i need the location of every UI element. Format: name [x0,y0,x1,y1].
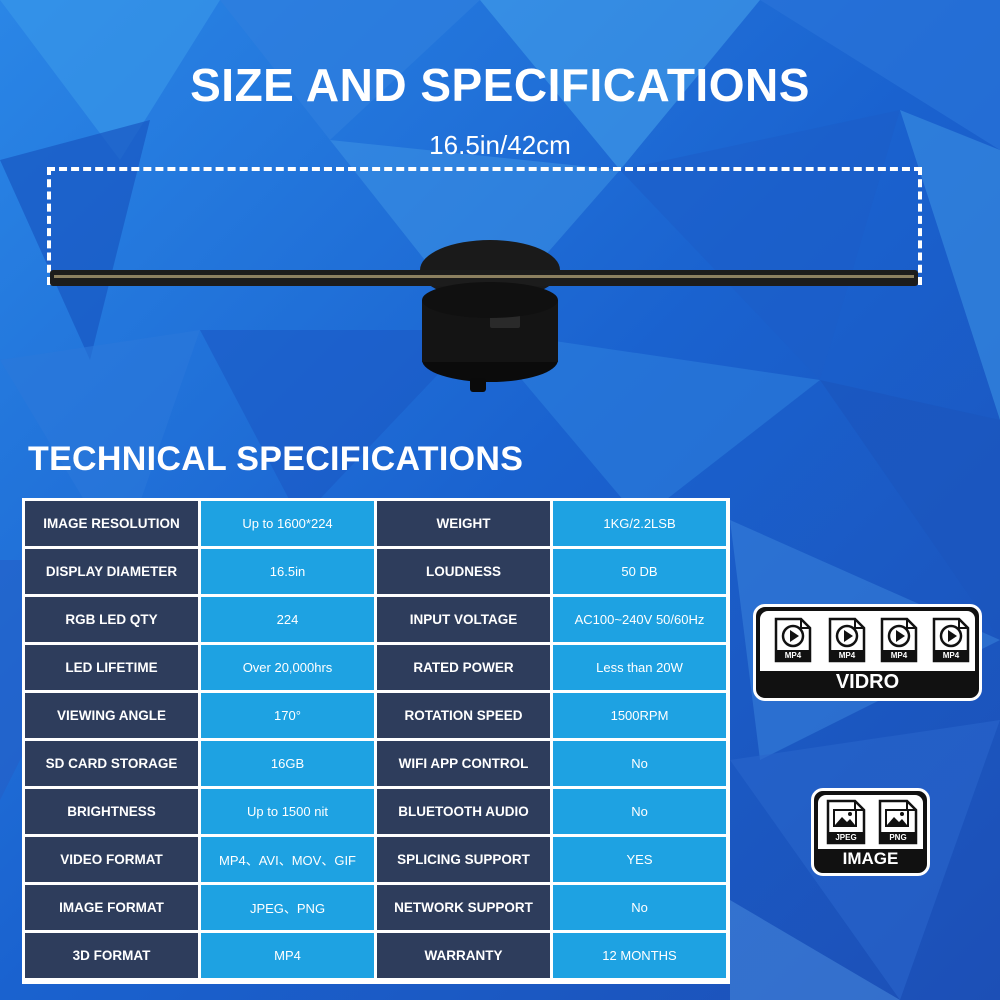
size-dimension-label: 16.5in/42cm [429,130,571,160]
spec-label: RGB LED QTY [25,597,198,642]
spec-label: VIEWING ANGLE [25,693,198,738]
spec-label: DISPLAY DIAMETER [25,549,198,594]
spec-label: LOUDNESS [377,549,550,594]
file-type-label: PNG [889,833,907,842]
spec-value: Over 20,000hrs [201,645,374,690]
spec-value: AC100~240V 50/60Hz [553,597,726,642]
spec-label: WIFI APP CONTROL [377,741,550,786]
size-dimension-bracket [47,167,922,285]
file-type-label: MP4 [942,651,960,660]
spec-label: BLUETOOTH AUDIO [377,789,550,834]
spec-label: WEIGHT [377,501,550,546]
spec-value: 170° [201,693,374,738]
spec-value: No [553,741,726,786]
badge-icon-area: MP4 MP4 MP4 MP4 [760,611,975,671]
video-badge-label: VIDRO [835,671,900,693]
spec-label: INPUT VOLTAGE [377,597,550,642]
spec-value: 1500RPM [553,693,726,738]
spec-label: NETWORK SUPPORT [377,885,550,930]
spec-label: SPLICING SUPPORT [377,837,550,882]
spec-value: 50 DB [553,549,726,594]
spec-label: VIDEO FORMAT [25,837,198,882]
video-file-icon: MP4 [828,617,866,663]
spec-label: RATED POWER [377,645,550,690]
image-file-icon: PNG [878,799,918,845]
spec-value: YES [553,837,726,882]
technical-specifications-title: TECHNICAL SPECIFICATIONS [28,440,524,478]
spec-value: No [553,789,726,834]
image-format-badge: JPEG PNG IMAGE [811,788,930,876]
video-format-badge: MP4 MP4 MP4 MP4 VIDRO [753,604,982,701]
file-type-label: MP4 [890,651,908,660]
spec-table: IMAGE RESOLUTION Up to 1600*224 WEIGHT 1… [22,498,730,984]
hologram-fan-device [50,240,918,392]
spec-value: 16.5in [201,549,374,594]
file-type-label: JPEG [835,833,857,842]
spec-label: 3D FORMAT [25,933,198,978]
spec-value: No [553,885,726,930]
page-title: SIZE AND SPECIFICATIONS [190,59,810,111]
spec-value: MP4、AVI、MOV、GIF [201,837,374,882]
spec-value: 16GB [201,741,374,786]
video-file-icon: MP4 [880,617,918,663]
image-file-icon: JPEG [826,799,866,845]
spec-value: Up to 1500 nit [201,789,374,834]
spec-label: SD CARD STORAGE [25,741,198,786]
spec-label: ROTATION SPEED [377,693,550,738]
spec-label: LED LIFETIME [25,645,198,690]
spec-value: 224 [201,597,374,642]
video-file-icon: MP4 [932,617,970,663]
spec-value: Less than 20W [553,645,726,690]
spec-label: IMAGE FORMAT [25,885,198,930]
file-type-label: MP4 [784,651,802,660]
video-file-icon: MP4 [774,617,812,663]
spec-value: MP4 [201,933,374,978]
spec-value: 12 MONTHS [553,933,726,978]
spec-value: JPEG、PNG [201,885,374,930]
badge-icon-area: JPEG PNG [818,795,923,849]
spec-label: BRIGHTNESS [25,789,198,834]
file-type-label: MP4 [838,651,856,660]
spec-value: 1KG/2.2LSB [553,501,726,546]
image-badge-label: IMAGE [842,849,899,868]
spec-label: WARRANTY [377,933,550,978]
spec-value: Up to 1600*224 [201,501,374,546]
spec-label: IMAGE RESOLUTION [25,501,198,546]
